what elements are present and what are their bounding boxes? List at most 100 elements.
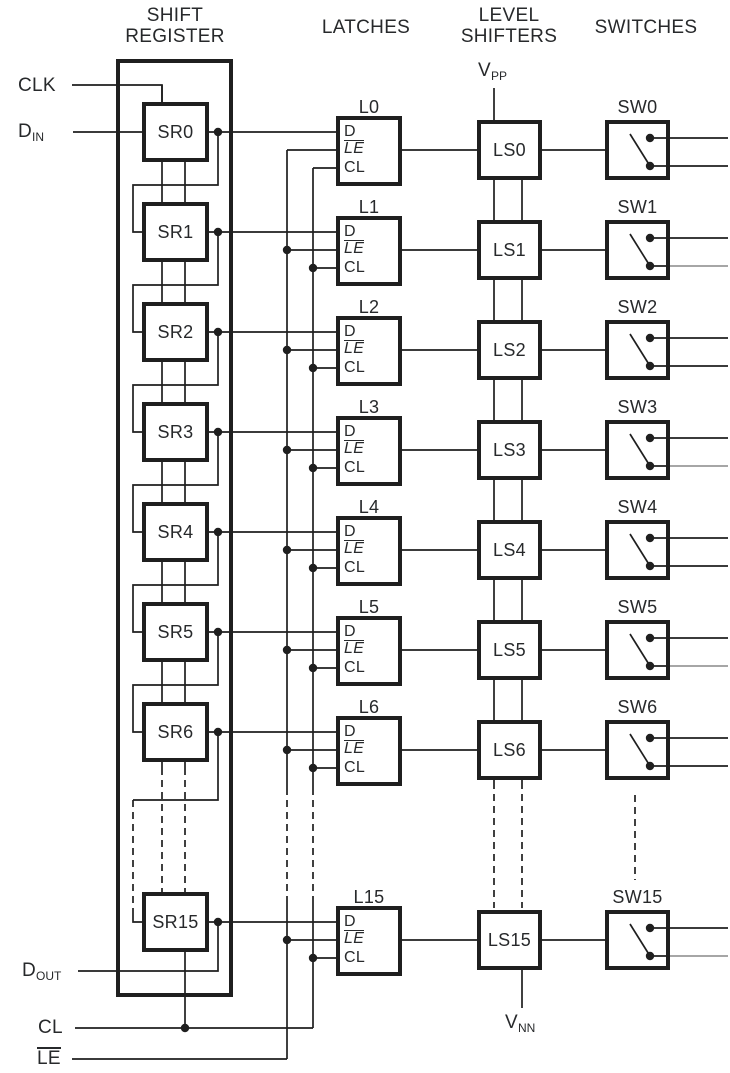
latch-pin-d: D — [344, 323, 356, 340]
latch-box — [336, 416, 402, 486]
latch-box-label: L6 — [358, 697, 380, 717]
latch-pin-d: D — [344, 123, 356, 140]
vnn-subscript: NN — [517, 1021, 536, 1035]
latch-pin-d: D — [344, 223, 356, 240]
le-label: LE — [37, 1047, 61, 1069]
latch-box — [336, 616, 402, 686]
junction-dot — [213, 227, 223, 237]
latch-pin-d: D — [344, 423, 356, 440]
junction-dot — [213, 727, 223, 737]
junction-dot — [282, 545, 292, 555]
junction-dot — [282, 245, 292, 255]
switch-pole-wire — [629, 333, 651, 367]
switch-contact-dot — [645, 233, 655, 243]
latch-pin-le-text: LE — [344, 140, 365, 157]
sr-box — [142, 202, 209, 262]
latch-box — [336, 316, 402, 386]
sw-box — [605, 320, 670, 380]
vpp-label: VPP — [478, 60, 507, 87]
junction-dot — [308, 953, 318, 963]
switch-contact-dot — [645, 923, 655, 933]
dout-wire — [78, 922, 219, 972]
latch-pin-le-text: LE — [344, 440, 365, 457]
latch-pin-le-text: LE — [344, 740, 365, 757]
switch-pole-wire — [629, 233, 651, 267]
shift-register-outline — [116, 59, 233, 997]
junction-dot — [282, 645, 292, 655]
latch-box-label: L1 — [358, 197, 380, 217]
latch-pin-le: LE — [344, 140, 365, 158]
header-level-shifters-line1: LEVEL — [478, 5, 540, 26]
sr-box — [142, 892, 209, 952]
latch-pin-d: D — [344, 623, 356, 640]
junction-dot — [308, 563, 318, 573]
latch-pin-le: LE — [344, 340, 365, 358]
header-level-shifters: LEVEL SHIFTERS — [445, 5, 573, 47]
header-shift-register-line2: REGISTER — [125, 26, 225, 47]
sw-box-label: SW1 — [617, 197, 658, 217]
vnn-base: V — [505, 1012, 518, 1033]
latch-box-label: L2 — [358, 297, 380, 317]
sr-daisy-wire — [132, 132, 219, 233]
latch-pin-le-text: LE — [344, 930, 365, 947]
ls-box-label: LS5 — [493, 640, 526, 660]
sw-box-label: SW6 — [617, 697, 658, 717]
latch-pin-cl: CL — [344, 359, 366, 376]
latch-box-label: L3 — [358, 397, 380, 417]
latch-box — [336, 906, 402, 976]
latch-box — [336, 216, 402, 286]
header-shift-register-line1: SHIFT — [146, 5, 204, 26]
latch-pin-le: LE — [344, 440, 365, 458]
latch-pin-le: LE — [344, 930, 365, 948]
dout-base: D — [22, 960, 37, 981]
ls-box-label: LS6 — [493, 740, 526, 760]
sr-daisy-wire — [132, 632, 219, 733]
latch-pin-cl: CL — [344, 259, 366, 276]
switch-contact-dot — [645, 733, 655, 743]
ls-box — [477, 910, 542, 970]
switch-pole-wire — [629, 533, 651, 567]
latch-pin-le: LE — [344, 240, 365, 258]
latch-pin-cl: CL — [344, 459, 366, 476]
sw-box — [605, 120, 670, 180]
dout-label: DOUT — [22, 960, 61, 987]
switch-contact-dot — [645, 633, 655, 643]
header-shift-register: SHIFT REGISTER — [100, 5, 250, 47]
ls-box-label: LS4 — [493, 540, 526, 560]
sr-box — [142, 502, 209, 562]
junction-dot — [213, 127, 223, 137]
junction-dot — [282, 745, 292, 755]
clk-label: CLK — [18, 75, 56, 96]
ls-box-label: LS15 — [487, 930, 532, 950]
junction-dot — [213, 427, 223, 437]
junction-dot — [308, 363, 318, 373]
junction-dot — [213, 327, 223, 337]
ls-box — [477, 220, 542, 280]
le-label-text: LE — [37, 1047, 61, 1069]
latch-pin-le-text: LE — [344, 240, 365, 257]
latch-box-label: L4 — [358, 497, 380, 517]
junction-dot — [282, 345, 292, 355]
switch-pole-wire — [629, 433, 651, 467]
switch-contact-dot — [645, 461, 655, 471]
sw-box — [605, 220, 670, 280]
latch-box-label: L15 — [353, 887, 385, 907]
latch-box — [336, 516, 402, 586]
junction-dot — [213, 527, 223, 537]
ls-box — [477, 620, 542, 680]
latch-pin-le: LE — [344, 540, 365, 558]
ls-box — [477, 320, 542, 380]
sr-daisy-wire — [133, 732, 219, 801]
latch-box — [336, 116, 402, 186]
switch-contact-dot — [645, 533, 655, 543]
cl-label: CL — [38, 1017, 63, 1038]
sr-box — [142, 702, 209, 762]
din-label: DIN — [18, 121, 44, 148]
vpp-base: V — [478, 60, 491, 81]
ls-box-label: LS1 — [493, 240, 526, 260]
ls-box-label: LS0 — [493, 140, 526, 160]
junction-dot — [308, 763, 318, 773]
latch-box — [336, 716, 402, 786]
sr-box-label: SR4 — [157, 522, 194, 542]
